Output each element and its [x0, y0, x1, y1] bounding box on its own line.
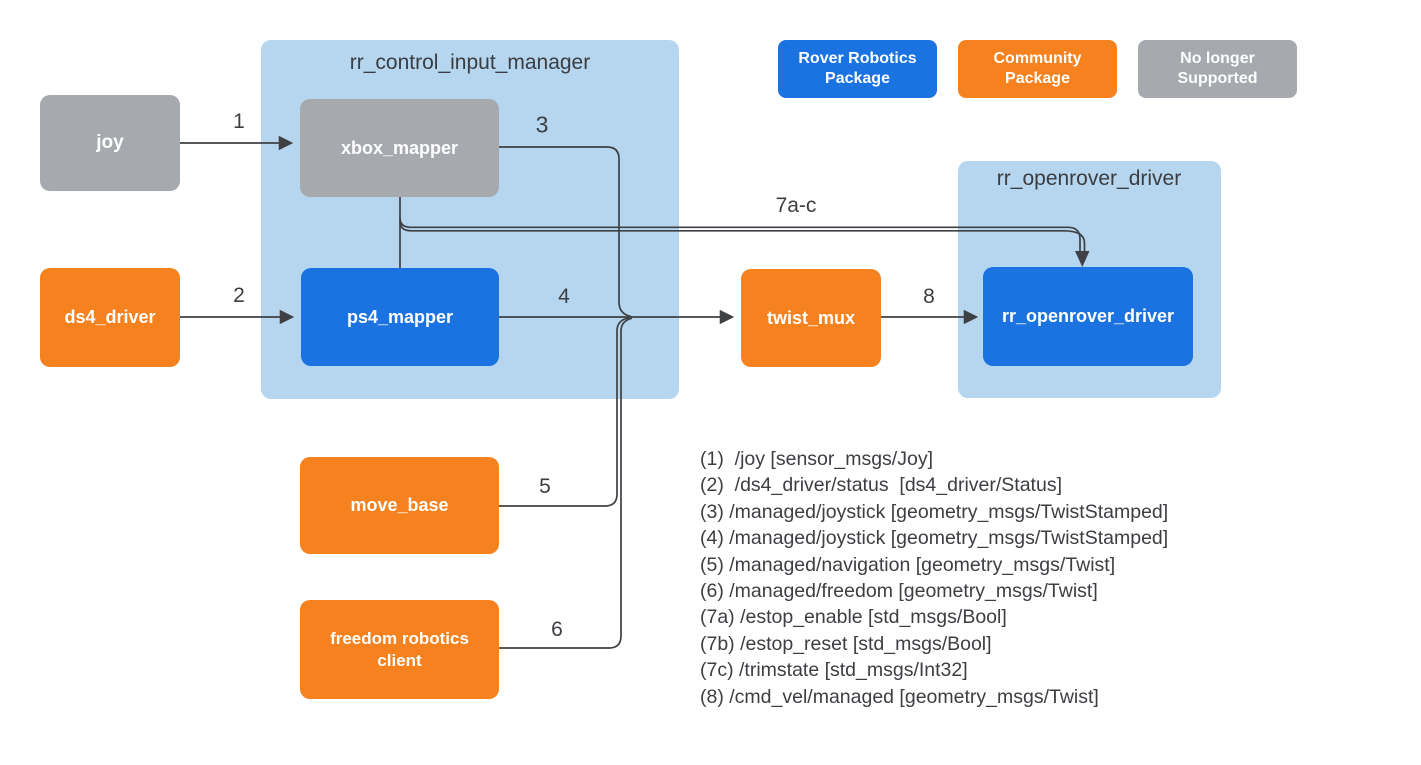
node-rr-openrover-driver-label: rr_openrover_driver [1001, 306, 1175, 327]
topic-line-3: (3) /managed/joystick [geometry_msgs/Twi… [700, 500, 1169, 523]
legend-community-package: Community Package [958, 40, 1117, 98]
edge-5-move-base-to-junction [499, 316, 630, 507]
node-xbox-mapper: xbox_mapper [300, 99, 499, 197]
node-freedom-robotics-client-label: freedom robotics client [330, 629, 469, 670]
group-control-input-manager-title: rr_control_input_manager [349, 51, 591, 74]
edge-label-4: 4 [558, 285, 570, 308]
edge-label-2: 2 [233, 284, 245, 307]
node-freedom-robotics-client: freedom robotics client [300, 600, 499, 699]
node-joy-label: joy [96, 132, 124, 154]
edge-label-6: 6 [551, 618, 563, 641]
topic-line-4: (4) /managed/joystick [geometry_msgs/Twi… [700, 527, 1169, 550]
edge-7-arrowhead [1075, 251, 1090, 267]
node-ps4-mapper-label: ps4_mapper [346, 306, 454, 327]
edge-label-8: 8 [923, 285, 935, 308]
node-move-base: move_base [300, 457, 499, 554]
node-twist-mux: twist_mux [741, 269, 881, 367]
legend-no-longer-supported: No longer Supported [1138, 40, 1297, 98]
topic-line-7a: (7a) /estop_enable [std_msgs/Bool] [700, 606, 1007, 629]
node-twist-mux-label: twist_mux [766, 307, 856, 328]
node-rr-openrover-driver: rr_openrover_driver [983, 267, 1193, 366]
topic-line-8: (8) /cmd_vel/managed [geometry_msgs/Twis… [700, 685, 1099, 708]
edge-label-1: 1 [233, 110, 245, 133]
legend-community-package-label: Community Package [993, 50, 1082, 87]
node-xbox-mapper-label: xbox_mapper [340, 137, 459, 158]
edge-label-7a-c: 7a-c [775, 194, 817, 217]
legend-no-longer-supported-label: No longer Supported [1177, 50, 1258, 87]
edge-3-xbox-mapper-to-junction [499, 146, 632, 318]
topic-line-6: (6) /managed/freedom [geometry_msgs/Twis… [700, 580, 1098, 603]
topic-line-7b: (7b) /estop_reset [std_msgs/Bool] [700, 632, 992, 655]
edge-6-freedom-client-to-junction [499, 317, 633, 649]
edge-label-3: 3 [535, 111, 549, 138]
node-ps4-mapper: ps4_mapper [301, 268, 499, 366]
group-openrover-driver-title: rr_openrover_driver [996, 167, 1182, 190]
topic-line-1: (1) /joy [sensor_msgs/Joy] [700, 448, 933, 470]
node-move-base-label: move_base [350, 495, 449, 516]
legend-rover-robotics-package: Rover Robotics Package [778, 40, 937, 98]
legend-rover-robotics-package-label: Rover Robotics Package [798, 50, 917, 87]
edge-label-5: 5 [539, 475, 551, 498]
node-ds4-driver: ds4_driver [40, 268, 180, 367]
edge-7-bundle-outer [399, 217, 1081, 255]
edge-7-bundle-inner [399, 220, 1086, 255]
topic-line-7c: (7c) /trimstate [std_msgs/Int32] [700, 659, 968, 682]
node-ds4-driver-label: ds4_driver [64, 307, 156, 328]
topic-line-5: (5) /managed/navigation [geometry_msgs/T… [700, 553, 1116, 576]
topic-line-2: (2) /ds4_driver/status [ds4_driver/Statu… [700, 474, 1062, 497]
topic-list: (1) /joy [sensor_msgs/Joy] (2) /ds4_driv… [700, 446, 1168, 710]
node-joy: joy [40, 95, 180, 191]
